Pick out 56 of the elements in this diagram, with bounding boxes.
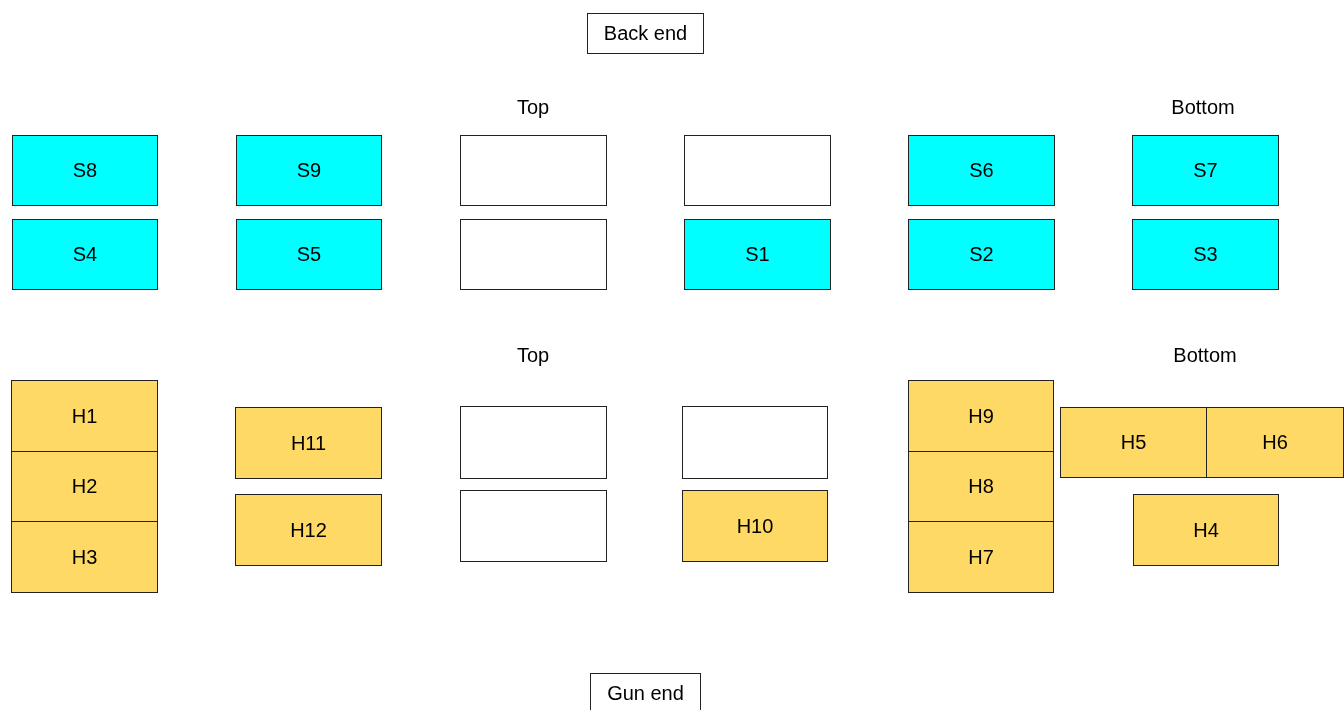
slot-box [12, 135, 158, 206]
box-label: S5 [296, 243, 322, 266]
section-label: Bottom [1173, 344, 1237, 367]
box-label: H10 [736, 514, 774, 538]
box-label: S3 [1193, 243, 1218, 266]
box-label: H12 [290, 518, 327, 542]
slot-box [684, 219, 831, 290]
box-label: Back end [603, 22, 688, 45]
empty-box [460, 135, 607, 206]
empty-box [460, 490, 607, 562]
holder-box [908, 451, 1054, 522]
holder-box [908, 521, 1054, 593]
holder-box [1133, 494, 1279, 566]
box-label: H2 [71, 475, 98, 498]
box-label: H8 [968, 475, 994, 498]
box-label: H6 [1262, 431, 1288, 454]
slot-box [908, 219, 1055, 290]
slot-box [1132, 135, 1279, 206]
label-box [587, 13, 704, 54]
holder-box [11, 451, 158, 522]
empty-box [682, 406, 828, 479]
box-label: S1 [745, 243, 770, 266]
box-label: Gun end [607, 681, 684, 705]
empty-box [684, 135, 831, 206]
box-label: H3 [71, 545, 98, 569]
box-label: H9 [968, 404, 994, 428]
holder-box [235, 494, 382, 566]
box-label: S8 [72, 159, 98, 182]
holder-box [1060, 407, 1207, 478]
slot-box [236, 135, 382, 206]
holder-box [1206, 407, 1344, 478]
holder-box [908, 380, 1054, 452]
section-label: Top [516, 344, 550, 367]
box-label: S2 [969, 243, 994, 266]
holder-box [682, 490, 828, 562]
box-label: S6 [969, 159, 994, 182]
slot-box [236, 219, 382, 290]
box-label: S4 [72, 243, 98, 266]
box-label: H5 [1120, 431, 1147, 454]
box-label: S7 [1193, 159, 1218, 182]
empty-box [460, 219, 607, 290]
box-label: H4 [1193, 518, 1219, 542]
holder-box [11, 521, 158, 593]
holder-box [235, 407, 382, 479]
empty-box [460, 406, 607, 479]
slot-box [908, 135, 1055, 206]
holder-box [11, 380, 158, 452]
slot-box [12, 219, 158, 290]
slot-box [1132, 219, 1279, 290]
box-label: H11 [290, 431, 327, 455]
box-label: H1 [71, 404, 98, 428]
box-label: H7 [968, 545, 994, 569]
label-box [590, 673, 701, 710]
section-label: Top [516, 96, 550, 119]
box-label: S9 [296, 159, 322, 182]
section-label: Bottom [1171, 96, 1235, 119]
